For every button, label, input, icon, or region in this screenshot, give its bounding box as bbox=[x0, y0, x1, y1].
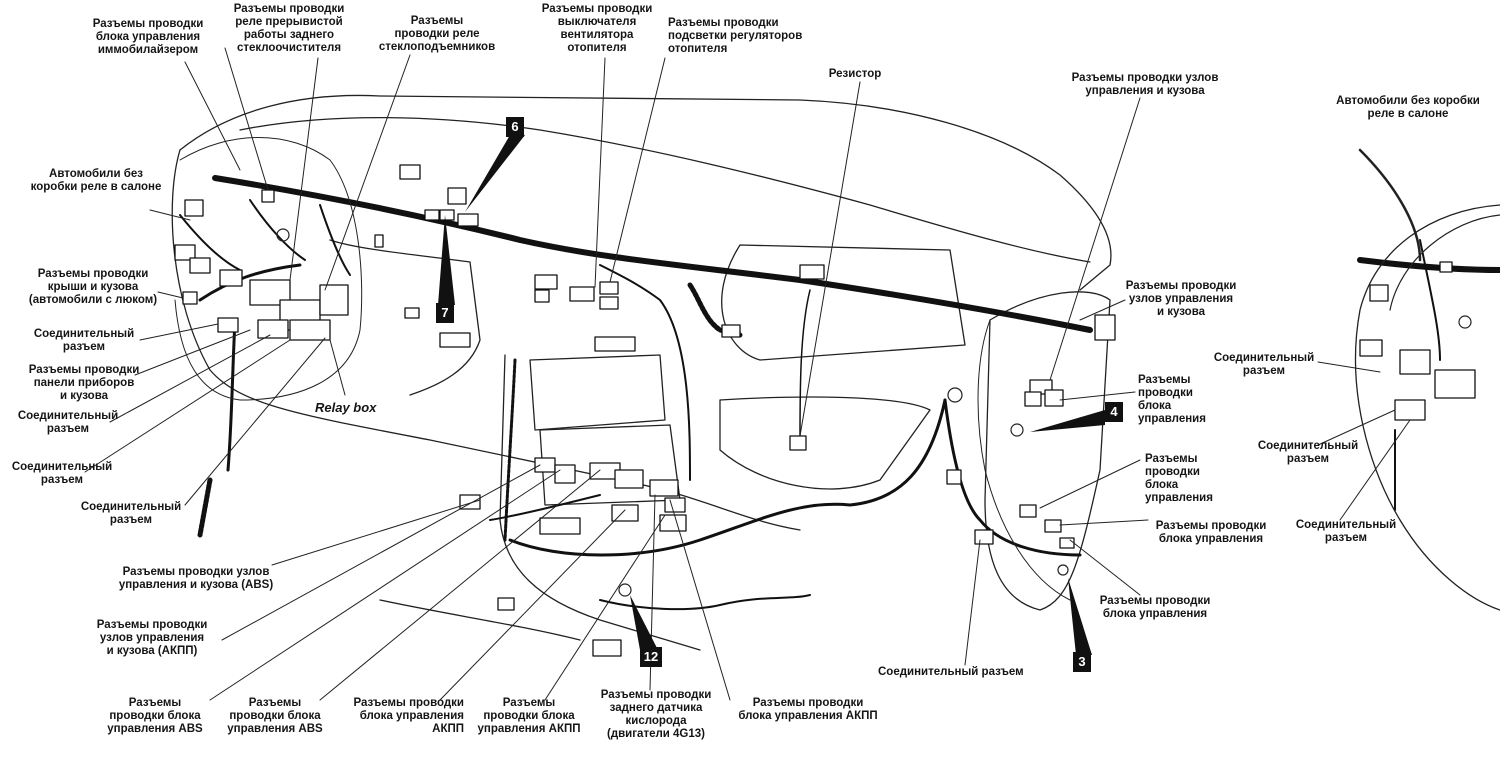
label-control-unit-1: Разъемы проводки блока управления bbox=[1138, 374, 1206, 425]
badge-pointers bbox=[438, 135, 1105, 655]
leader-lines bbox=[84, 47, 1411, 701]
label-connector-3: Соединительный разъем bbox=[11, 461, 113, 486]
label-connector-1: Соединительный разъем bbox=[33, 328, 135, 353]
label-heater-fan: Разъемы проводки выключателя вентилятора… bbox=[541, 3, 653, 54]
badge-12: 12 bbox=[640, 647, 662, 667]
label-akpp-unit-1: Разъемы проводки блока управления АКПП bbox=[353, 697, 464, 735]
label-akpp-ctrl-body: Разъемы проводки узлов управления и кузо… bbox=[96, 619, 208, 657]
label-regulator-light: Разъемы проводки подсветки регуляторов о… bbox=[668, 17, 803, 55]
connectors bbox=[174, 164, 1476, 657]
label-control-unit-2: Разъемы проводки блока управления bbox=[1145, 453, 1213, 504]
label-ctrl-body-right: Разъемы проводки узлов управления и кузо… bbox=[1125, 280, 1237, 318]
label-akpp-unit-3: Разъемы проводки блока управления АКПП bbox=[738, 697, 878, 722]
label-connector-right-3: Соединительный разъем bbox=[1295, 519, 1397, 544]
label-connector-4: Соединительный разъем bbox=[80, 501, 182, 526]
label-connector-right-2: Соединительный разъем bbox=[1257, 440, 1359, 465]
badge-4: 4 bbox=[1105, 402, 1123, 422]
label-ctrl-body-top: Разъемы проводки узлов управления и кузо… bbox=[1071, 72, 1219, 97]
label-abs-ctrl-body: Разъемы проводки узлов управления и кузо… bbox=[118, 566, 274, 591]
label-roof-body: Разъемы проводки крыши и кузова (автомоб… bbox=[28, 268, 158, 306]
label-abs-unit-1: Разъемы проводки блока управления ABS bbox=[107, 697, 203, 735]
label-connector-bottom: Соединительный разъем bbox=[878, 666, 1024, 678]
label-abs-unit-2: Разъемы проводки блока управления ABS bbox=[227, 697, 323, 735]
label-window-relay: Разъемы проводки реле стеклоподъемников bbox=[378, 15, 496, 53]
label-no-relay-box-left: Автомобили без коробки реле в салоне bbox=[30, 168, 162, 193]
label-akpp-unit-2: Разъемы проводки блока управления АКПП bbox=[477, 697, 581, 735]
label-connector-2: Соединительный разъем bbox=[17, 410, 119, 435]
dashboard-outline bbox=[171, 94, 1112, 651]
label-control-unit-4: Разъемы проводки блока управления bbox=[1099, 595, 1211, 620]
badge-6: 6 bbox=[506, 117, 524, 137]
label-immobilizer: Разъемы проводки блока управления иммоби… bbox=[92, 18, 204, 56]
label-control-unit-3: Разъемы проводки блока управления bbox=[1155, 520, 1267, 545]
label-wiper-relay: Разъемы проводки реле прерывистой работы… bbox=[233, 3, 345, 54]
badge-7: 7 bbox=[436, 303, 454, 323]
label-relay-box: Relay box bbox=[315, 400, 377, 415]
label-no-relay-box-right: Автомобили без коробки реле в салоне bbox=[1336, 95, 1480, 120]
left-circle bbox=[174, 137, 363, 401]
label-panel-body: Разъемы проводки панели приборов и кузов… bbox=[28, 364, 140, 402]
label-resistor: Резистор bbox=[828, 68, 882, 80]
badge-3: 3 bbox=[1073, 652, 1091, 672]
label-oxygen-sensor: Разъемы проводки заднего датчика кислоро… bbox=[600, 689, 712, 740]
label-connector-right-1: Соединительный разъем bbox=[1213, 352, 1315, 377]
